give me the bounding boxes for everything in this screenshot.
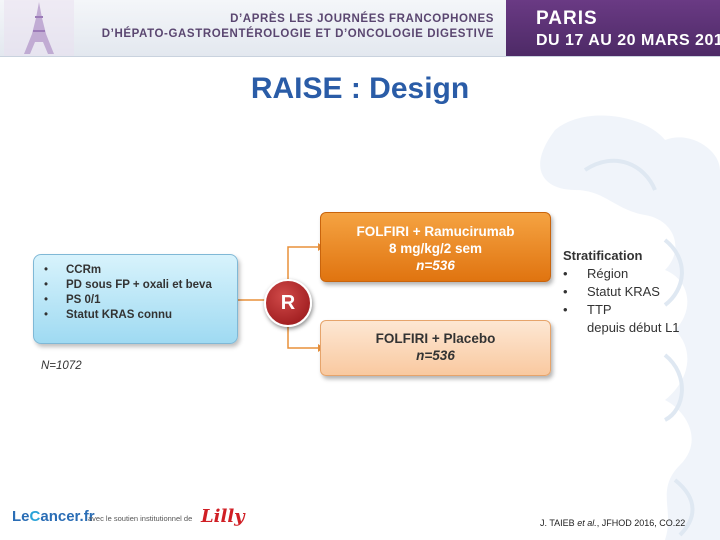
arm-1-treatment: FOLFIRI + Ramucirumab: [356, 224, 515, 239]
criteria-item: • PS 0/1: [44, 293, 231, 308]
criteria-text: Statut KRAS connu: [66, 309, 173, 321]
stratification-text: TTP: [587, 302, 612, 317]
criteria-text: CCRm: [66, 264, 102, 276]
arm-1-dose: 8 mg/kg/2 sem: [388, 241, 483, 256]
stratification-item: • Statut KRAS: [563, 283, 680, 301]
slide-title: RAISE : Design: [250, 72, 470, 105]
criteria-item: • Statut KRAS connu: [44, 308, 231, 323]
criteria-text: PS 0/1: [66, 294, 101, 306]
randomization-node: R: [264, 279, 312, 327]
stratification-note: depuis début L1: [587, 320, 680, 335]
header-line-1: D’APRÈS LES JOURNÉES FRANCOPHONES: [230, 13, 494, 25]
event-city: PARIS: [536, 8, 598, 29]
arm-ramucirumab-box: FOLFIRI + Ramucirumab 8 mg/kg/2 sem n=53…: [320, 212, 551, 282]
criteria-item: • CCRm: [44, 263, 231, 278]
lecancer-logo: LeCancer.fr: [12, 508, 95, 525]
ref-author: J. TAIEB: [540, 518, 578, 528]
arm-1-n: n=536: [416, 258, 455, 273]
eiffel-tower-icon: [4, 0, 74, 56]
bullet-icon: •: [44, 309, 49, 321]
header-banner: D’APRÈS LES JOURNÉES FRANCOPHONES D’HÉPA…: [0, 0, 720, 57]
date-box: PARIS DU 17 AU 20 MARS 2016: [506, 0, 720, 56]
arm-2-treatment: FOLFIRI + Placebo: [375, 331, 496, 346]
bullet-icon: •: [563, 284, 568, 299]
arm-2-n: n=536: [416, 348, 455, 363]
bullet-icon: •: [44, 279, 49, 291]
ref-etal: et al.: [577, 518, 597, 528]
connector-r-to-arm-1: [287, 246, 318, 279]
bowel-decoration-icon: [540, 115, 720, 540]
logo-rest: ancer.fr: [40, 508, 95, 525]
arm-placebo-box: FOLFIRI + Placebo n=536: [320, 320, 551, 376]
header-line-2: D’HÉPATO-GASTROENTÉROLOGIE ET D’ONCOLOGI…: [101, 28, 494, 40]
logo-le: Le: [12, 508, 30, 525]
stratification-title: Stratification: [563, 248, 643, 263]
criteria-list: • CCRm • PD sous FP + oxali et beva • PS 0/…: [44, 263, 231, 323]
bullet-icon: •: [44, 294, 49, 306]
event-dates: DU 17 AU 20 MARS 2016: [536, 32, 720, 49]
stratification-item: • TTP: [563, 301, 680, 319]
total-patients-label: N=1072: [41, 360, 82, 372]
stratification-text: Région: [587, 266, 629, 281]
ref-source: , JFHOD 2016, CO.22: [596, 518, 686, 528]
stratification-item: • Région: [563, 265, 680, 283]
bullet-icon: •: [44, 264, 49, 276]
criteria-item: • PD sous FP + oxali et beva: [44, 278, 231, 293]
lilly-logo: Lilly: [201, 506, 245, 527]
stratification-text: Statut KRAS: [587, 284, 660, 299]
reference-citation: J. TAIEB et al., JFHOD 2016, CO.22: [540, 518, 685, 528]
patient-criteria-box: • CCRm • PD sous FP + oxali et beva • PS 0/…: [33, 254, 238, 344]
connector-r-to-arm-2: [287, 323, 318, 349]
logo-c: C: [29, 508, 41, 525]
bullet-icon: •: [563, 266, 568, 281]
bullet-icon: •: [563, 302, 568, 317]
criteria-text: PD sous FP + oxali et beva: [66, 279, 212, 291]
support-text: avec le soutien institutionnel de: [88, 514, 193, 523]
stratification-block: Stratification • Région • Statut KRAS • TTP…: [563, 247, 680, 337]
